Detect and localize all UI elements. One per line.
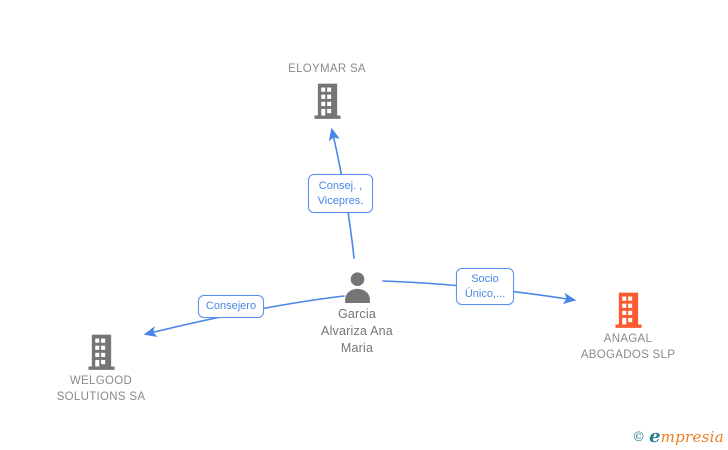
edge-label-socio-unico[interactable]: Socio Único,... xyxy=(456,268,514,305)
person-icon xyxy=(344,272,371,303)
node-person-label: Garcia Alvariza Ana Maria xyxy=(321,307,393,355)
building-icon-orange xyxy=(614,292,642,329)
brand-text: mpresia xyxy=(660,428,724,446)
node-eloymar[interactable]: ELOYMAR SA xyxy=(252,62,402,120)
node-person-garcia[interactable]: Garcia Alvariza Ana Maria xyxy=(287,272,427,357)
copyright-icon: © xyxy=(632,430,646,445)
edge-label-consej-vicepres[interactable]: Consej. , Vicepres. xyxy=(308,174,373,213)
node-anagal[interactable]: ANAGAL ABOGADOS SLP xyxy=(548,292,708,363)
node-welgood[interactable]: WELGOOD SOLUTIONS SA xyxy=(21,334,181,405)
node-anagal-label: ANAGAL ABOGADOS SLP xyxy=(580,333,676,361)
building-icon xyxy=(313,83,341,120)
brand-letter-e: e xyxy=(649,426,661,447)
node-eloymar-label: ELOYMAR SA xyxy=(288,63,366,75)
empresia-logo[interactable]: ©empresia xyxy=(632,426,724,447)
node-welgood-label: WELGOOD SOLUTIONS SA xyxy=(56,375,146,403)
building-icon xyxy=(87,334,115,371)
edge-label-consejero[interactable]: Consejero xyxy=(198,295,264,318)
